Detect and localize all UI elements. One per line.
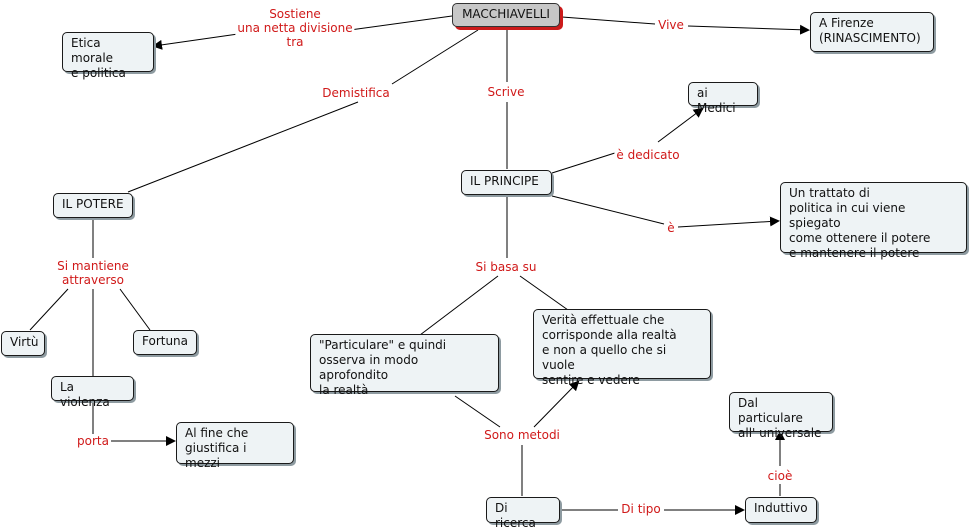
node-trattato[interactable]: Un trattato di politica in cui viene spi… xyxy=(780,182,967,260)
edge-dedicato-a xyxy=(551,151,619,174)
edge-demistifica-b xyxy=(127,101,359,193)
node-firenze[interactable]: A Firenze (RINASCIMENTO) xyxy=(810,12,934,52)
link-label-si-basa: Si basa su xyxy=(473,260,539,274)
node-verita[interactable]: Verità effettuale che corrisponde alla r… xyxy=(533,309,711,387)
node-etica[interactable]: Etica morale e politica xyxy=(62,32,154,80)
edge-metodi-b xyxy=(533,380,580,428)
node-virtu[interactable]: Virtù xyxy=(1,331,45,356)
link-label-di-tipo: Di tipo xyxy=(619,502,663,516)
edge-dedicato-b xyxy=(657,107,704,143)
link-label-dedicato: è dedicato xyxy=(614,148,682,162)
edge-demistifica-a xyxy=(391,29,479,85)
link-label-sono-metodi: Sono metodi xyxy=(482,428,562,442)
link-label-scrive: Scrive xyxy=(485,85,527,99)
node-particulare[interactable]: "Particulare" e quindi osserva in modo a… xyxy=(310,334,499,397)
link-label-porta: porta xyxy=(75,434,111,448)
node-medici[interactable]: ai Medici xyxy=(688,82,758,115)
link-label-cioe: cioè xyxy=(765,469,795,483)
edge-basa-b xyxy=(419,275,499,336)
link-label-vive: Vive xyxy=(656,18,686,32)
edge-basa-c xyxy=(519,275,569,311)
link-label-demistifica: Demistifica xyxy=(320,86,392,100)
node-induttivo[interactable]: Induttivo xyxy=(745,497,817,523)
node-ricerca[interactable]: Di ricerca xyxy=(486,497,560,530)
edge-virtu xyxy=(29,288,69,331)
edge-e-b xyxy=(677,216,780,228)
edge-vive-a xyxy=(561,16,656,25)
edge-fortuna xyxy=(119,288,151,331)
node-violenza[interactable]: La violenza xyxy=(51,376,134,409)
link-label-si-mantiene: Si mantiene attraverso xyxy=(55,259,131,287)
node-fine[interactable]: Al fine che giustifica i mezzi xyxy=(176,422,294,470)
link-label-e: è xyxy=(665,221,677,235)
node-universale[interactable]: Dal particulare all' universale xyxy=(729,392,833,440)
node-fortuna[interactable]: Fortuna xyxy=(133,330,197,355)
edge-sostiene-b xyxy=(152,33,239,50)
link-label-sostiene: Sostiene una netta divisione tra xyxy=(235,7,355,49)
edge-e-a xyxy=(551,195,665,225)
edge-vive-b xyxy=(687,24,810,35)
node-machiavelli[interactable]: MACCHIAVELLI xyxy=(452,3,560,27)
node-potere[interactable]: IL POTERE xyxy=(53,193,133,218)
edge-sostiene-a xyxy=(349,15,453,31)
node-principe[interactable]: IL PRINCIPE xyxy=(461,170,552,195)
edge-metodi-a xyxy=(454,395,501,428)
